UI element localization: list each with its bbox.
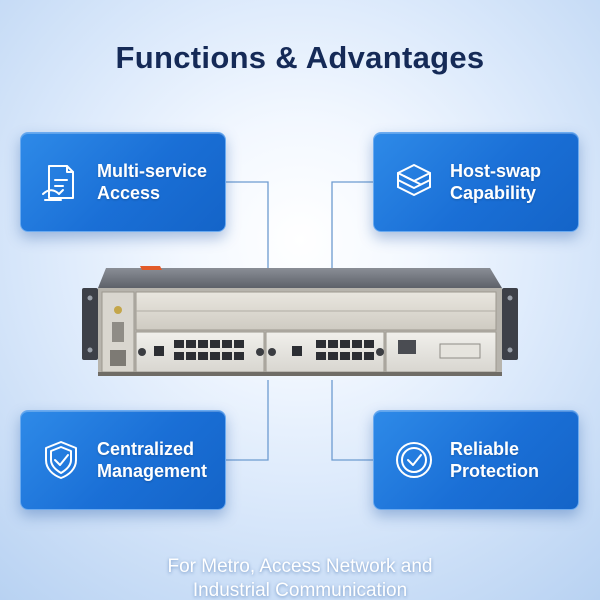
host-swap-line1: Host-swap bbox=[450, 161, 542, 181]
power-connector bbox=[398, 340, 416, 354]
connector-bottom-left bbox=[226, 380, 269, 461]
document-icon bbox=[39, 160, 83, 204]
host-swap-capability-card: Host-swap Capability bbox=[373, 132, 579, 232]
ethernet-ports-middle bbox=[292, 340, 374, 360]
footer-line2: Industrial Communication bbox=[192, 580, 408, 600]
footer-line1: For Metro, Access Network and bbox=[167, 556, 433, 577]
reliable-protection-label: Reliable Protection bbox=[450, 438, 539, 482]
badge-check-icon bbox=[392, 438, 436, 482]
page-title: Functions & Advantages bbox=[115, 40, 485, 75]
stacked-layers-icon bbox=[392, 160, 436, 204]
multi-service-line1: Multi-service bbox=[97, 161, 208, 181]
host-swap-line2: Capability bbox=[450, 183, 537, 203]
footer-caption: For Metro, Access Network and Industrial… bbox=[0, 555, 600, 600]
reliable-protection-card: Reliable Protection bbox=[373, 410, 579, 510]
chassis-top bbox=[98, 268, 502, 288]
centralized-management-label: Centralized Management bbox=[97, 438, 207, 482]
multi-service-access-label: Multi-service Access bbox=[97, 160, 207, 204]
centralized-line1: Centralized bbox=[97, 439, 195, 459]
multi-service-line2: Access bbox=[97, 183, 161, 203]
network-chassis-image bbox=[82, 266, 518, 376]
connector-top-left bbox=[226, 181, 269, 268]
centralized-management-card: Centralized Management bbox=[20, 410, 226, 510]
ethernet-ports-left bbox=[154, 340, 244, 360]
host-swap-capability-label: Host-swap Capability bbox=[450, 160, 541, 204]
rack-ear-right bbox=[502, 288, 518, 360]
connector-top-right bbox=[331, 181, 373, 268]
reliable-line1: Reliable bbox=[450, 439, 520, 459]
multi-service-access-card: Multi-service Access bbox=[20, 132, 226, 232]
shield-check-icon bbox=[39, 438, 83, 482]
rack-ear-left bbox=[82, 288, 98, 360]
centralized-line2: Management bbox=[97, 461, 208, 481]
connector-bottom-right bbox=[331, 380, 373, 461]
reliable-line2: Protection bbox=[450, 461, 540, 481]
